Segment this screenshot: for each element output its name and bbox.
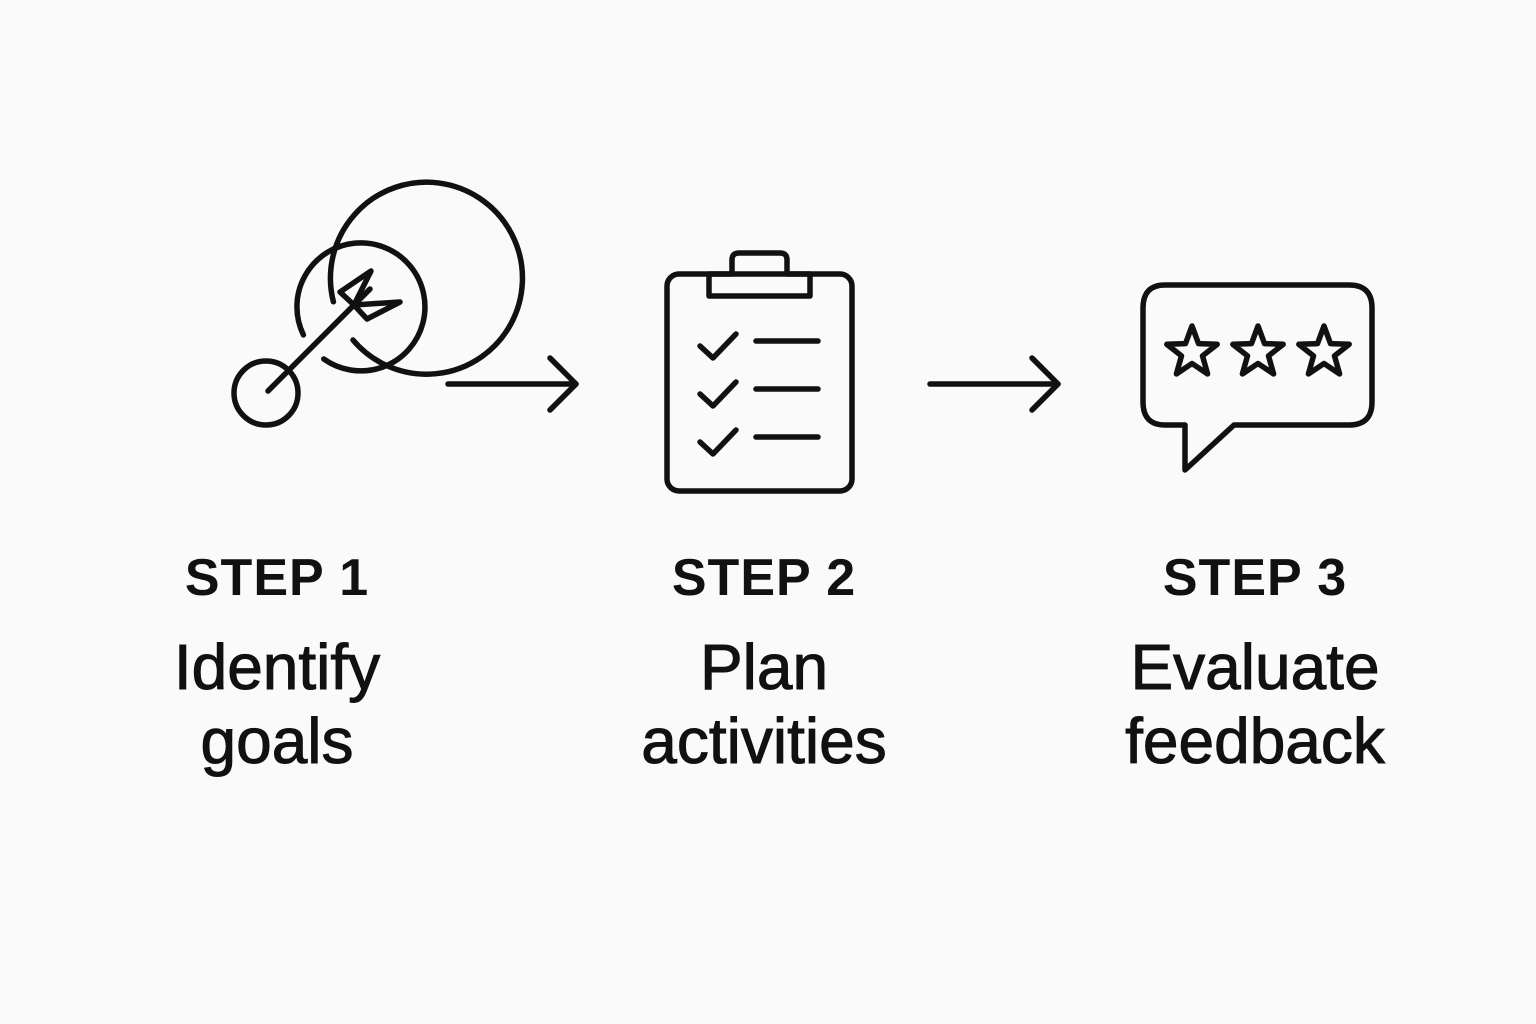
- clipboard-checklist-icon: [664, 250, 855, 494]
- star-icon: [1164, 323, 1220, 377]
- step-2-caption: Plan activities: [554, 630, 974, 778]
- step-1-caption-line-1: Identify: [173, 631, 381, 704]
- step-2-caption-line-2: activities: [641, 705, 887, 778]
- step-2-caption-line-1: Plan: [699, 631, 829, 704]
- target-arrow-icon: [231, 179, 526, 428]
- arrow-right-icon: [927, 355, 1061, 413]
- step-1-label: STEP 1: [184, 549, 370, 607]
- step-1-caption: Identify goals: [67, 630, 487, 778]
- arrow-right-icon: [445, 355, 579, 413]
- step-2-label: STEP 2: [671, 549, 857, 607]
- star-icon: [1296, 323, 1352, 377]
- step-3-caption: Evaluate feedback: [1045, 630, 1465, 778]
- star-icon: [1230, 323, 1286, 377]
- step-3-caption-line-2: feedback: [1125, 705, 1386, 778]
- step-1-caption-line-2: goals: [200, 705, 354, 778]
- step-3-caption-line-1: Evaluate: [1130, 631, 1380, 704]
- step-3-label: STEP 3: [1162, 549, 1348, 607]
- rating-speech-bubble-icon: [1140, 282, 1375, 473]
